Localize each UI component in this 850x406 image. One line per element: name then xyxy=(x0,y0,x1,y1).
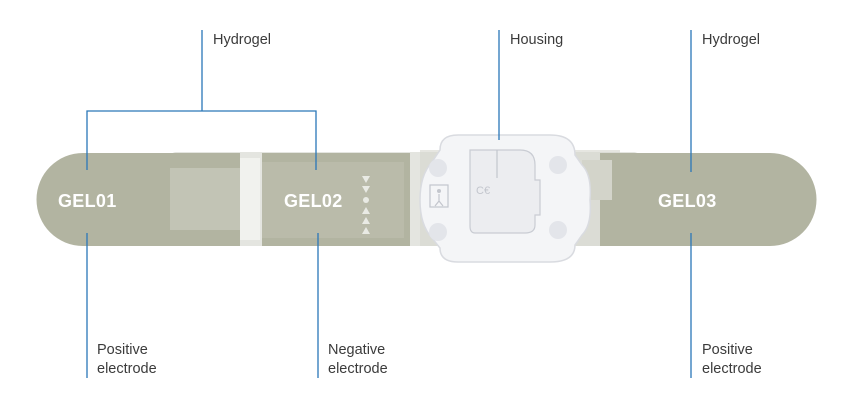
gel03-label: GEL03 xyxy=(658,191,717,211)
gel01-label: GEL01 xyxy=(58,191,117,211)
hydrogel-right-label: Hydrogel xyxy=(702,32,761,48)
electrode-gel03 xyxy=(600,153,817,246)
electrode-gel02-overlay xyxy=(262,162,404,238)
housing-label: Housing xyxy=(510,32,564,48)
negative-line2: electrode xyxy=(328,361,388,377)
positive-right-line2: electrode xyxy=(702,361,762,377)
hydrogel-left-label: Hydrogel xyxy=(213,32,272,48)
housing-unit: C€ xyxy=(419,134,592,263)
ce-mark-icon: C€ xyxy=(476,185,490,197)
electrode-gel01-overlay xyxy=(170,168,240,230)
symbol-icon xyxy=(429,184,449,208)
positive-right-label: Positive electrode xyxy=(702,341,762,379)
direction-markers xyxy=(362,176,370,234)
positive-left-label: Positive electrode xyxy=(97,341,157,379)
positive-right-line1: Positive xyxy=(702,342,753,358)
leader-lines xyxy=(86,30,692,378)
negative-label: Negative electrode xyxy=(328,341,388,379)
hydrogel-left-bracket xyxy=(86,30,317,170)
negative-line1: Negative xyxy=(328,342,386,358)
gel02-label: GEL02 xyxy=(284,191,343,211)
positive-left-line2: electrode xyxy=(97,361,157,377)
positive-left-line1: Positive xyxy=(97,342,148,358)
